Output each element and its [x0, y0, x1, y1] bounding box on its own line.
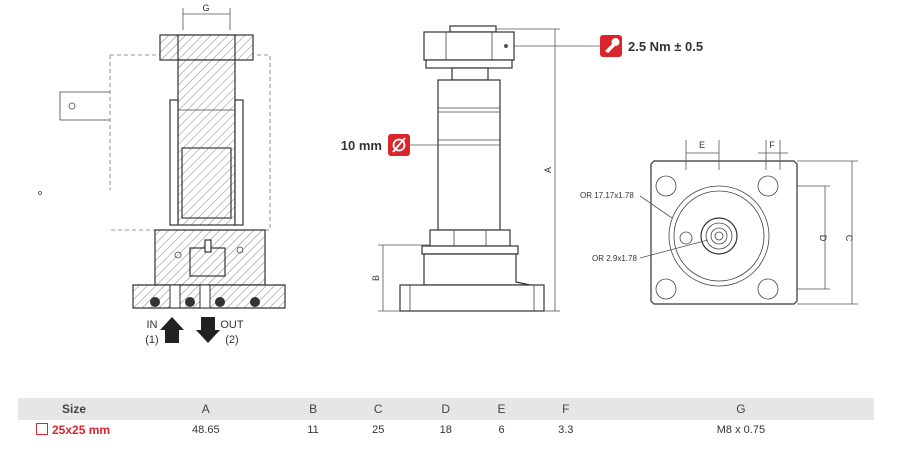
- cell-size-text: 25x25 mm: [52, 423, 111, 437]
- technical-drawing: G IN (1): [38, 3, 858, 346]
- header-g: G: [736, 402, 746, 416]
- oring-small-label: OR 2.9x1.78: [592, 254, 637, 263]
- cell-c: 25: [372, 424, 385, 436]
- dim-b-label: B: [371, 275, 381, 281]
- dim-g-label: G: [202, 3, 209, 13]
- header-f: F: [562, 402, 570, 416]
- cell-f: 3.3: [558, 424, 574, 436]
- cell-g: M8 x 0.75: [716, 424, 766, 436]
- dim-d-label: D: [818, 235, 828, 242]
- arrow-down-icon: [196, 317, 220, 343]
- oring-large-label: OR 17.17x1.78: [580, 191, 634, 200]
- header-d: D: [441, 402, 451, 416]
- cell-size: 25x25 mm: [18, 420, 130, 440]
- in-port-label: (1): [145, 334, 158, 346]
- cell-e: 6: [498, 424, 505, 436]
- checkbox-icon: [36, 423, 48, 435]
- top-view: E F D C OR 17.17x1.78 OR 2.9x1.78: [580, 140, 858, 305]
- header-c: C: [373, 402, 383, 416]
- dim-c-label: C: [844, 235, 854, 242]
- table-row: 25x25 mm 48.65 11 25 18 6 3.3 M8 x 0.75: [18, 420, 874, 440]
- dim-a-label: A: [543, 167, 553, 173]
- cell-d: 18: [439, 424, 452, 436]
- out-label: OUT: [220, 319, 244, 331]
- dimensions-table: Size A B C D E F G 25x25 mm 48.65 11 25 …: [18, 398, 874, 440]
- side-view: A B 2.5 Nm ± 0.5 10 mm: [341, 25, 703, 312]
- cell-a: 48.65: [192, 424, 220, 436]
- header-a: A: [201, 402, 210, 416]
- torque-label: 2.5 Nm ± 0.5: [628, 39, 703, 54]
- in-label: IN: [147, 319, 158, 331]
- header-size: Size: [61, 402, 86, 416]
- header-b: B: [309, 402, 318, 416]
- cell-b: 11: [307, 424, 319, 436]
- arrow-up-icon: [160, 317, 184, 343]
- section-view: G IN (1): [38, 3, 286, 346]
- dim-e-label: E: [699, 140, 705, 150]
- diameter-icon: [388, 134, 410, 156]
- table-header-row: Size A B C D E F G: [18, 398, 874, 420]
- wrench-icon: [600, 35, 622, 57]
- header-e: E: [497, 402, 506, 416]
- dim-f-label: F: [769, 140, 775, 150]
- out-port-label: (2): [225, 334, 238, 346]
- diameter-label: 10 mm: [341, 138, 382, 153]
